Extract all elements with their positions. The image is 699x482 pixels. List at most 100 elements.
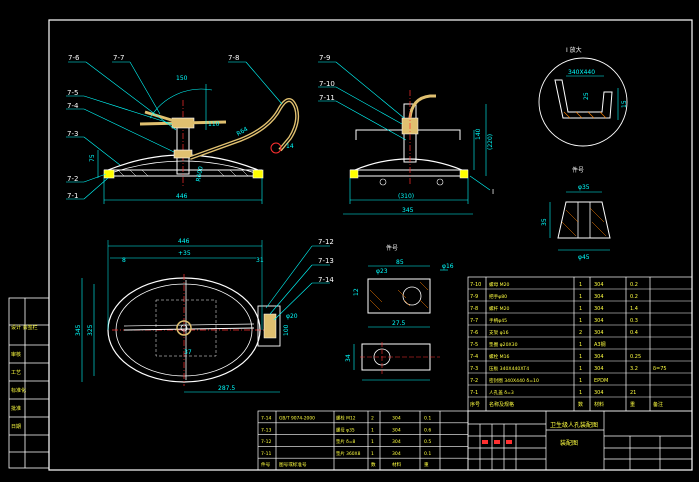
callout-7-3: 7-3 xyxy=(67,130,78,138)
bom-bottom-cell-no: 7-11 xyxy=(261,451,272,457)
bom-bottom-cell-wt: 0.6 xyxy=(424,427,431,433)
dim-446-front: 446 xyxy=(176,193,188,200)
bom-right-cell-name: 垫圈 φ20X30 xyxy=(489,341,518,348)
callout-7-2: 7-2 xyxy=(67,175,78,183)
bom-right-cell-qty: 1 xyxy=(579,342,582,348)
bom-bottom-cell-spec: 螺栓 M12 xyxy=(336,415,356,422)
title-mark-2 xyxy=(494,440,500,444)
bom-right-cell-mat: 304 xyxy=(594,366,604,372)
section-I-title: I 放大 xyxy=(566,46,582,54)
bom-bottom-cell-qty: 2 xyxy=(371,416,374,422)
margin-label-2: 工艺 xyxy=(11,370,21,376)
callout-7-12: 7-12 xyxy=(318,238,334,246)
dim-150: 150 xyxy=(176,75,188,82)
bom-right-cell-wt: 0.2 xyxy=(630,294,638,300)
bom-right-cell-no: 7-5 xyxy=(470,342,478,348)
bom-right-cell-wt: 0.3 xyxy=(630,318,638,324)
title-block-title: 卫生级人孔装配图 xyxy=(550,421,598,429)
bom-bottom-cell-mat: 304 xyxy=(392,439,401,445)
section-I-detail[interactable] xyxy=(538,57,628,147)
bom-bottom-cell-qty: 1 xyxy=(371,427,374,433)
bom-bottom-cell-no: 7-12 xyxy=(261,439,272,445)
bom-bottom-cell-mat: 304 xyxy=(392,416,401,422)
bom-right-cell-no: 7-9 xyxy=(470,294,478,300)
bom-right-cell-qty: 1 xyxy=(579,318,582,324)
dim-14: 14 xyxy=(286,143,294,150)
bom-right-cell-name: 压板 340X440XT4 xyxy=(489,365,529,372)
bom-right-cell-wt: 0.4 xyxy=(630,330,638,336)
conical-dim-h: 35 xyxy=(541,218,548,226)
bom-bottom-cell-wt: 0.5 xyxy=(424,439,431,445)
bom-right-cell-name: 密封圈 340X440 δ=10 xyxy=(489,377,539,384)
callout-7-10: 7-10 xyxy=(319,80,335,88)
bom-right-cell-note: δ=75 xyxy=(653,366,667,372)
bom-bottom-header-no: 件号 xyxy=(261,461,271,468)
front-view[interactable] xyxy=(66,61,300,204)
section-I-dim-340x440: 340X440 xyxy=(568,69,595,76)
callout-7-4: 7-4 xyxy=(67,102,79,110)
bom-right-cell-mat: EPDM xyxy=(594,378,608,384)
bom-bottom-cell-no: 7-13 xyxy=(261,427,272,433)
bom-right-cell-no: 7-7 xyxy=(470,318,478,324)
side-view[interactable] xyxy=(228,61,491,215)
callout-7-11: 7-11 xyxy=(319,94,335,102)
bom-bottom-cell-qty: 1 xyxy=(371,451,374,457)
dim-345: 345 xyxy=(402,207,414,214)
bom-right-cell-name: 螺母 M20 xyxy=(489,281,510,288)
callout-7-1: 7-1 xyxy=(67,192,78,200)
block-detail-title: 件号 xyxy=(386,244,398,252)
bom-right-cell-no: 7-1 xyxy=(470,390,478,396)
bom-right-cell-mat: 304 xyxy=(594,282,604,288)
bom-right-cell-qty: 1 xyxy=(579,294,582,300)
callout-7-6: 7-6 xyxy=(68,54,80,62)
bom-right-cell-qty: 1 xyxy=(579,366,582,372)
bom-bottom-cell-no: 7-14 xyxy=(261,416,272,422)
plan-view[interactable] xyxy=(81,240,330,393)
callout-7-5: 7-5 xyxy=(67,89,78,97)
bom-right-cell-no: 7-6 xyxy=(470,330,478,336)
dim-r600: R600 xyxy=(195,166,205,183)
plan-dim-345: 345 xyxy=(75,324,82,336)
bom-right-header-qty: 数 xyxy=(578,401,583,408)
bom-right-cell-name: 手柄φ45 xyxy=(489,317,507,324)
bom-bottom-header-qty: 数 xyxy=(371,461,376,468)
bom-bottom-header-mat: 材料 xyxy=(392,461,402,468)
title-mark-3 xyxy=(506,440,512,444)
plan-dim-31: 31 xyxy=(256,257,264,264)
conical-part-detail[interactable] xyxy=(549,191,611,251)
bom-right-cell-qty: 1 xyxy=(579,390,582,396)
bom-right-cell-qty: 2 xyxy=(579,330,582,336)
bom-bottom-cell-mat: 304 xyxy=(392,427,401,433)
plan-dim-8: 8 xyxy=(122,257,126,264)
bom-right-cell-qty: 1 xyxy=(579,354,582,360)
bom-right-cell-name: 人孔盖 δ=3 xyxy=(489,389,514,396)
bom-right-header-mat: 材料 xyxy=(594,401,604,408)
bom-right-cell-wt: 1.4 xyxy=(630,306,638,312)
bom-right-cell-mat: 304 xyxy=(594,354,604,360)
section-I-dim-15: 15 xyxy=(621,100,628,108)
block-part-detail[interactable] xyxy=(353,265,448,381)
plan-dim-hole: φ20 xyxy=(286,313,298,320)
dim-75: 75 xyxy=(89,154,96,162)
block-dim-23: φ23 xyxy=(376,268,388,275)
plan-dim-35: +35 xyxy=(178,250,191,257)
bom-right-header-note: 备注 xyxy=(653,401,663,408)
dim-110: 110 xyxy=(208,121,220,128)
bom-right-cell-mat: A3钢 xyxy=(594,341,606,348)
block-dim-12: 12 xyxy=(353,288,360,296)
block-dim-34: 34 xyxy=(345,354,352,362)
bom-bottom-cell-spec: 垫片 360X8 xyxy=(336,450,361,457)
section-tag-I: I xyxy=(492,188,494,196)
title-block-sub: 装配图 xyxy=(560,439,578,447)
block-dim-16: φ16 xyxy=(442,263,454,270)
conical-detail-title: 件号 xyxy=(572,166,584,174)
bom-right-cell-no: 7-3 xyxy=(470,366,478,372)
title-mark-1 xyxy=(482,440,488,444)
callout-7-13: 7-13 xyxy=(318,257,334,265)
conical-dim-d: φ35 xyxy=(578,184,590,191)
margin-label-5: 日期 xyxy=(11,424,21,430)
bom-right-header-name: 名称及规格 xyxy=(489,401,514,408)
